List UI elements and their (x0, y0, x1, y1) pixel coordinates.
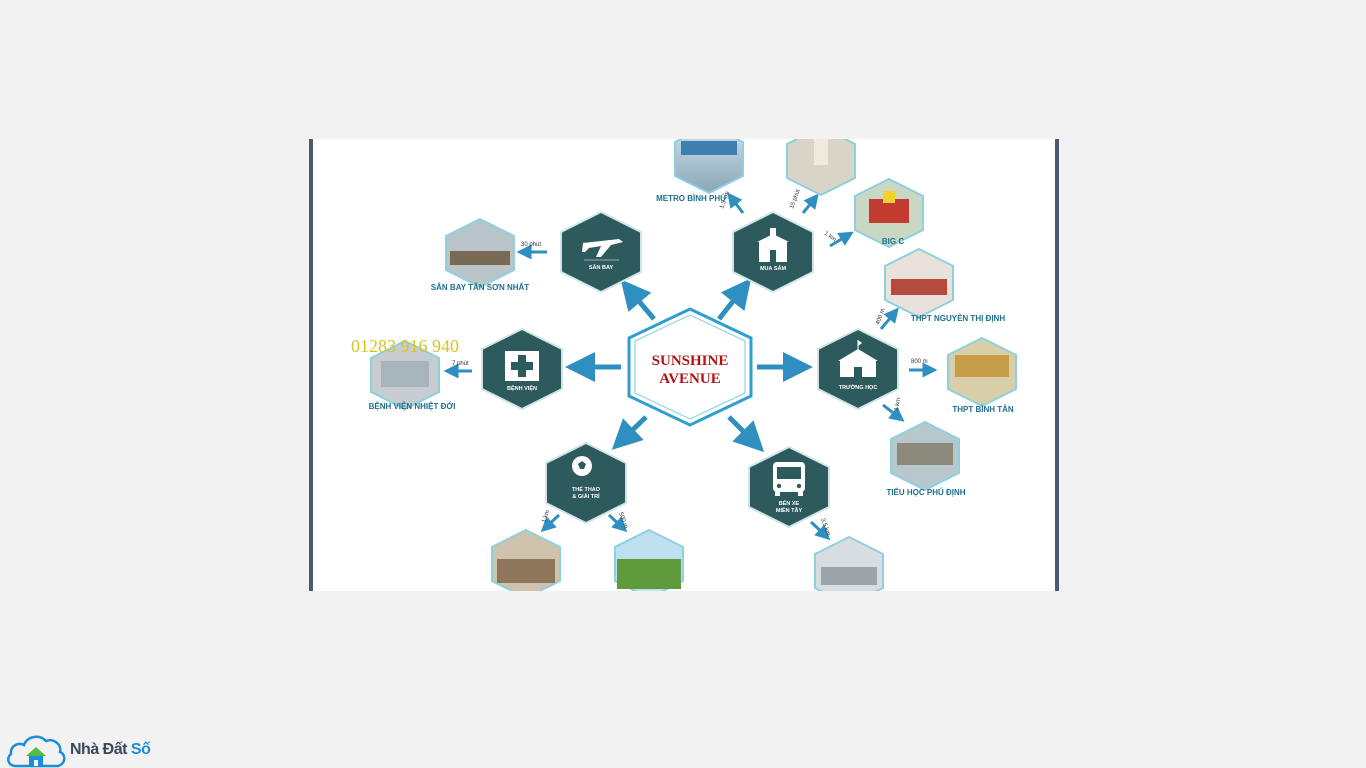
logo-text: Nhà Đất Số (70, 741, 151, 759)
label-metro: METRO BÌNH PHÚ (656, 194, 726, 203)
distance-market: 15 phút (789, 189, 802, 210)
hub-bus-label-line1: BẾN XE (779, 500, 800, 507)
label-hospital: BỆNH VIỆN NHIỆT ĐỚI (369, 402, 456, 411)
hub-airport: SÂN BAY (560, 210, 642, 294)
logo-brand-accent: Số (130, 741, 151, 758)
airplane-icon (582, 239, 623, 257)
label-bigc: BIG C (882, 237, 904, 246)
photo-hospital (370, 339, 440, 411)
photo-sport2 (614, 528, 684, 591)
center-hexagon: SUNSHINE AVENUE (627, 307, 753, 427)
center-title-line2: AVENUE (659, 371, 720, 387)
distance-sport1: 1 km (541, 509, 551, 523)
logo-brand-main: Nhà Đất (70, 741, 131, 758)
photo-sport1 (491, 528, 561, 591)
distance-tsn: 30 phút (521, 242, 541, 248)
label-tsn: SÂN BAY TÂN SƠN NHẤT (431, 282, 530, 292)
hub-school: TRƯỜNG HỌC (817, 327, 899, 411)
photo-market (786, 139, 856, 197)
hub-shopping-label: MUA SẮM (760, 264, 786, 272)
hub-bus-label-line2: MIỀN TÂY (776, 507, 803, 514)
place-photos (370, 139, 1017, 591)
distance-tieuhoc: 1 km (894, 397, 902, 411)
distance-metro: 1,5 km (719, 191, 731, 210)
distance-thpt-bt: 800 m (911, 359, 928, 365)
hub-sports-label-line2: & GIẢI TRÍ (572, 492, 600, 500)
market-building-icon (757, 228, 789, 262)
soccer-ball-icon (572, 456, 592, 476)
label-thpt-bt: THPT BÌNH TÂN (952, 405, 1014, 414)
hub-hospital-label: BỆNH VIỆN (507, 384, 537, 392)
place-arrows (443, 192, 938, 541)
medical-cross-icon (505, 351, 539, 381)
distance-thpt-ntd: 400 m (875, 308, 886, 326)
distance-bus: 3,5 km (819, 518, 831, 537)
center-title-line1: SUNSHINE (652, 353, 729, 369)
distance-sport2: 500 m (617, 512, 628, 530)
hub-sports: THỂ THAO & GIẢI TRÍ (545, 441, 627, 525)
hub-sports-label-line1: THỂ THAO (572, 486, 601, 493)
center-arrows (565, 278, 813, 453)
hub-bus: BẾN XE MIỀN TÂY (748, 445, 830, 529)
photo-thpt-ntd (884, 247, 954, 319)
place-labels: METRO BÌNH PHÚ BIG C SÂN BAY TÂN SƠN NHẤ… (369, 194, 1014, 497)
hub-shopping: MUA SẮM (732, 210, 814, 294)
distance-hospital: 7 phút (452, 361, 469, 367)
location-infographic: SUNSHINE AVENUE SÂN BAY (351, 139, 1017, 591)
cloud-house-icon (7, 735, 66, 768)
hub-hospital: BỆNH VIỆN (481, 327, 563, 411)
photo-bus (814, 535, 884, 591)
school-building-icon (838, 340, 878, 377)
distance-bigc: 1 km (823, 231, 837, 243)
photo-thpt-bt (947, 336, 1017, 408)
photo-bigc (854, 177, 924, 249)
site-logo[interactable]: Nhà Đất Số (6, 732, 151, 768)
displayed-image: SUNSHINE AVENUE SÂN BAY (309, 139, 1059, 591)
photo-metro (674, 139, 744, 195)
photo-tieuhoc (890, 420, 960, 492)
hub-airport-label: SÂN BAY (589, 264, 614, 271)
label-thpt-ntd: THPT NGUYỄN THỊ ĐỊNH (911, 314, 1005, 323)
phone-watermark: 01283 916 940 (351, 336, 459, 356)
bus-icon (773, 462, 805, 496)
hub-school-label: TRƯỜNG HỌC (839, 383, 878, 391)
photo-tsn (445, 217, 515, 289)
label-tieuhoc: TIỂU HỌC PHÚ ĐỊNH (886, 488, 965, 497)
